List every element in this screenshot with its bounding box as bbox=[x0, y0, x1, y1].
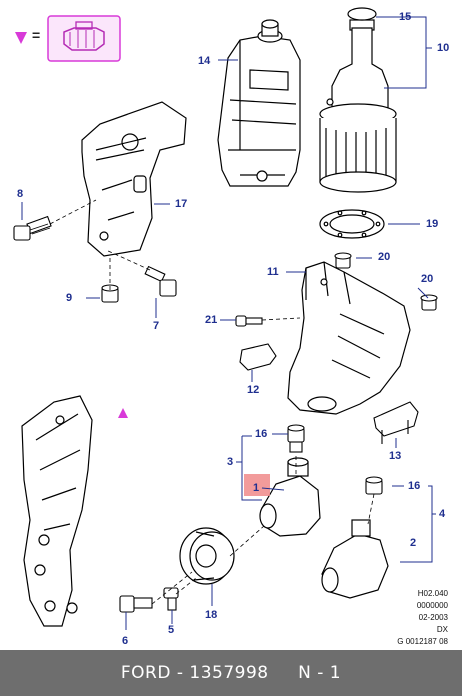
part-8-bolt bbox=[13, 215, 52, 241]
footer-bar: FORD - 1357998 N - 1 bbox=[0, 650, 462, 696]
drawing-code-line: G 0012187 08 bbox=[397, 637, 448, 646]
callout-14: 14 bbox=[198, 55, 211, 67]
part-10-pump-motor bbox=[319, 7, 397, 193]
callout-13: 13 bbox=[389, 450, 402, 462]
part-13-clip bbox=[373, 401, 419, 444]
callout-16-lower: 16 bbox=[408, 480, 421, 492]
part-12-clip bbox=[239, 343, 277, 371]
part-20-grommet bbox=[334, 252, 438, 311]
callout-20-lower: 20 bbox=[421, 273, 434, 285]
leader-lines bbox=[21, 16, 436, 630]
part-19-gasket bbox=[319, 209, 385, 239]
legend-equals: = bbox=[32, 27, 41, 43]
legend-badge-icon bbox=[47, 15, 121, 62]
drawing-codes: H02.040 0000000 02-2003 DX G 0012187 08 bbox=[397, 588, 448, 648]
callout-5: 5 bbox=[168, 624, 175, 636]
part-16-fitting bbox=[287, 424, 383, 495]
part-14-reservoir bbox=[217, 19, 301, 187]
exploded-parts-diagram bbox=[13, 7, 438, 630]
callout-16-upper: 16 bbox=[255, 428, 268, 440]
part-2-pump bbox=[321, 519, 389, 599]
callout-9: 9 bbox=[66, 292, 73, 304]
bracket-triangle-icon bbox=[118, 408, 128, 418]
callout-20-upper: 20 bbox=[378, 251, 391, 263]
part-engine-bracket bbox=[21, 395, 93, 627]
part-5-bolt bbox=[163, 587, 179, 611]
drawing-code-line: 02-2003 bbox=[418, 613, 448, 622]
part-11-mount-bracket bbox=[287, 261, 411, 415]
callout-8: 8 bbox=[17, 188, 24, 200]
drawing-code-line: 0000000 bbox=[416, 601, 448, 610]
part-17-bracket bbox=[81, 101, 187, 257]
callout-21: 21 bbox=[205, 314, 218, 326]
callout-1: 1 bbox=[253, 482, 260, 494]
footer-part-number: FORD - 1357998 N - 1 bbox=[120, 663, 342, 683]
callout-10: 10 bbox=[437, 42, 450, 54]
callout-18: 18 bbox=[205, 609, 218, 621]
callout-3: 3 bbox=[227, 456, 234, 468]
drawing-code-line: H02.040 bbox=[417, 589, 448, 598]
part-7-bolt bbox=[144, 265, 177, 297]
callout-15: 15 bbox=[399, 11, 412, 23]
part-1-pump bbox=[259, 457, 321, 537]
callout-2: 2 bbox=[410, 537, 417, 549]
callout-1-highlight bbox=[244, 474, 270, 496]
callout-12: 12 bbox=[247, 384, 260, 396]
callout-4: 4 bbox=[439, 508, 446, 520]
callout-6: 6 bbox=[122, 635, 129, 647]
callout-17: 17 bbox=[175, 198, 188, 210]
callout-7: 7 bbox=[153, 320, 160, 332]
legend-triangle-icon bbox=[15, 32, 27, 44]
callout-11: 11 bbox=[267, 266, 279, 278]
drawing-code-line: DX bbox=[436, 625, 448, 634]
part-6-bolt bbox=[119, 595, 153, 613]
callout-19: 19 bbox=[426, 218, 439, 230]
dashed-guide-lines bbox=[49, 199, 375, 605]
part-21-bolt bbox=[235, 315, 263, 327]
part-18-pulley bbox=[179, 527, 235, 585]
